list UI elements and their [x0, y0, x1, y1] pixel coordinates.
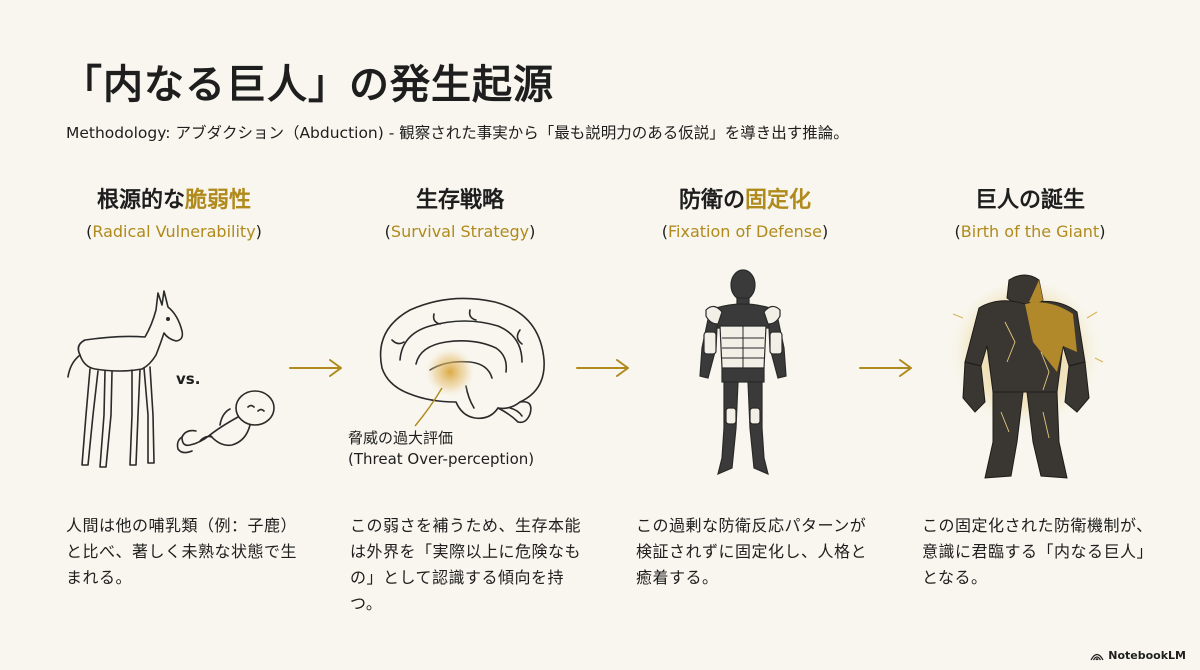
step-1-description: 人間は他の哺乳類（例：子鹿）と比べ、著しく未熟な状態で生まれる。: [66, 516, 298, 587]
step-2-description: この弱さを補うため、生存本能は外界を「実際以上に危険なもの」として認識する傾向を…: [350, 516, 582, 613]
step-2-subtitle: (Survival Strategy): [384, 222, 536, 241]
threat-label: 脅威の過大評価 (Threat Over-perception): [348, 428, 534, 470]
threat-label-en: (Threat Over-perception): [348, 450, 535, 468]
step-3-title: 防衛の固定化: [678, 188, 812, 213]
step-4-description: この固定化された防衛機制が、意識に君臨する「内なる巨人」となる。: [922, 516, 1154, 587]
foal-and-baby-icon: [67, 290, 275, 468]
arrow-right-icon: [289, 359, 342, 377]
step-4-header: 巨人の誕生 (Birth of the Giant): [890, 186, 1170, 244]
step-1-title: 根源的な脆弱性: [96, 188, 252, 213]
arrow-right-icon: [576, 359, 629, 377]
step-2-title: 生存戦略: [415, 188, 504, 213]
step-3-subtitle: (Fixation of Defense): [661, 222, 829, 241]
page-title: 「内なる巨人」の発生起源: [62, 62, 554, 108]
arrow-right-icon: [859, 359, 912, 377]
armored-figure-icon: [699, 269, 787, 476]
step-1-header: 根源的な脆弱性 (Radical Vulnerability): [34, 186, 314, 244]
threat-label-jp: 脅威の過大評価: [348, 429, 454, 447]
step-1-subtitle: (Radical Vulnerability): [86, 222, 262, 241]
page-subtitle: Methodology: アブダクション（Abduction) - 観察された事…: [66, 124, 849, 142]
notebooklm-logo-icon: [1090, 653, 1104, 660]
step-3-header: 防衛の固定化 (Fixation of Defense): [605, 186, 885, 244]
step-2-header: 生存戦略 (Survival Strategy): [320, 186, 600, 244]
step-3-description: この過剰な防衛反応パターンが検証されずに固定化し、人格と癒着する。: [636, 516, 868, 587]
notebooklm-logo-text: NotebookLM: [1108, 649, 1186, 662]
vs-label: vs.: [176, 370, 201, 388]
brain-icon: [379, 297, 545, 427]
step-4-subtitle: (Birth of the Giant): [954, 222, 1106, 241]
giant-icon: [947, 274, 1104, 479]
notebooklm-logo: NotebookLM: [1090, 649, 1186, 662]
step-4-title: 巨人の誕生: [974, 188, 1085, 213]
